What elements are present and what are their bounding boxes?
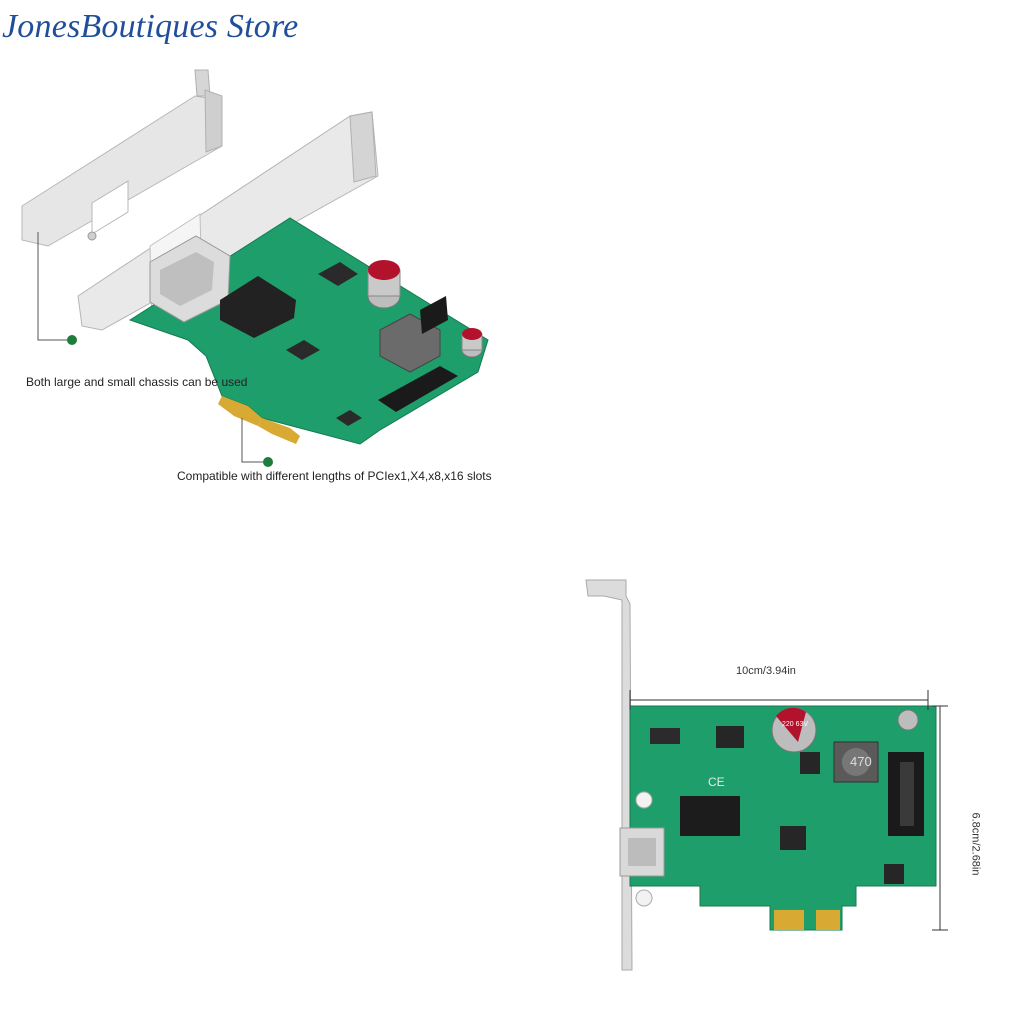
dimension-width-label: 10cm/3.94in: [736, 665, 796, 677]
front-bracket: [585, 579, 633, 971]
dimension-height-label: 6.8cm/2.68in: [969, 812, 982, 876]
small-bracket: [21, 69, 223, 247]
callout-slots-text: Compatible with different lengths of PCI…: [177, 469, 492, 483]
callout-chassis-text: Both large and small chassis can be used: [26, 375, 248, 389]
store-title: JonesBoutiques Store: [2, 8, 299, 45]
dimension-width-line: [629, 690, 929, 710]
ce-mark: CE: [708, 775, 725, 789]
dimension-height-line: [932, 705, 948, 931]
callout-chassis-line: [37, 232, 77, 345]
capacitor-marking: 220 63V: [782, 721, 808, 728]
callout-slots-line: [241, 418, 273, 467]
pcb-board-front: [619, 705, 937, 931]
inductor-marking: 470: [850, 754, 872, 769]
pcb-board-perspective: [128, 217, 489, 445]
